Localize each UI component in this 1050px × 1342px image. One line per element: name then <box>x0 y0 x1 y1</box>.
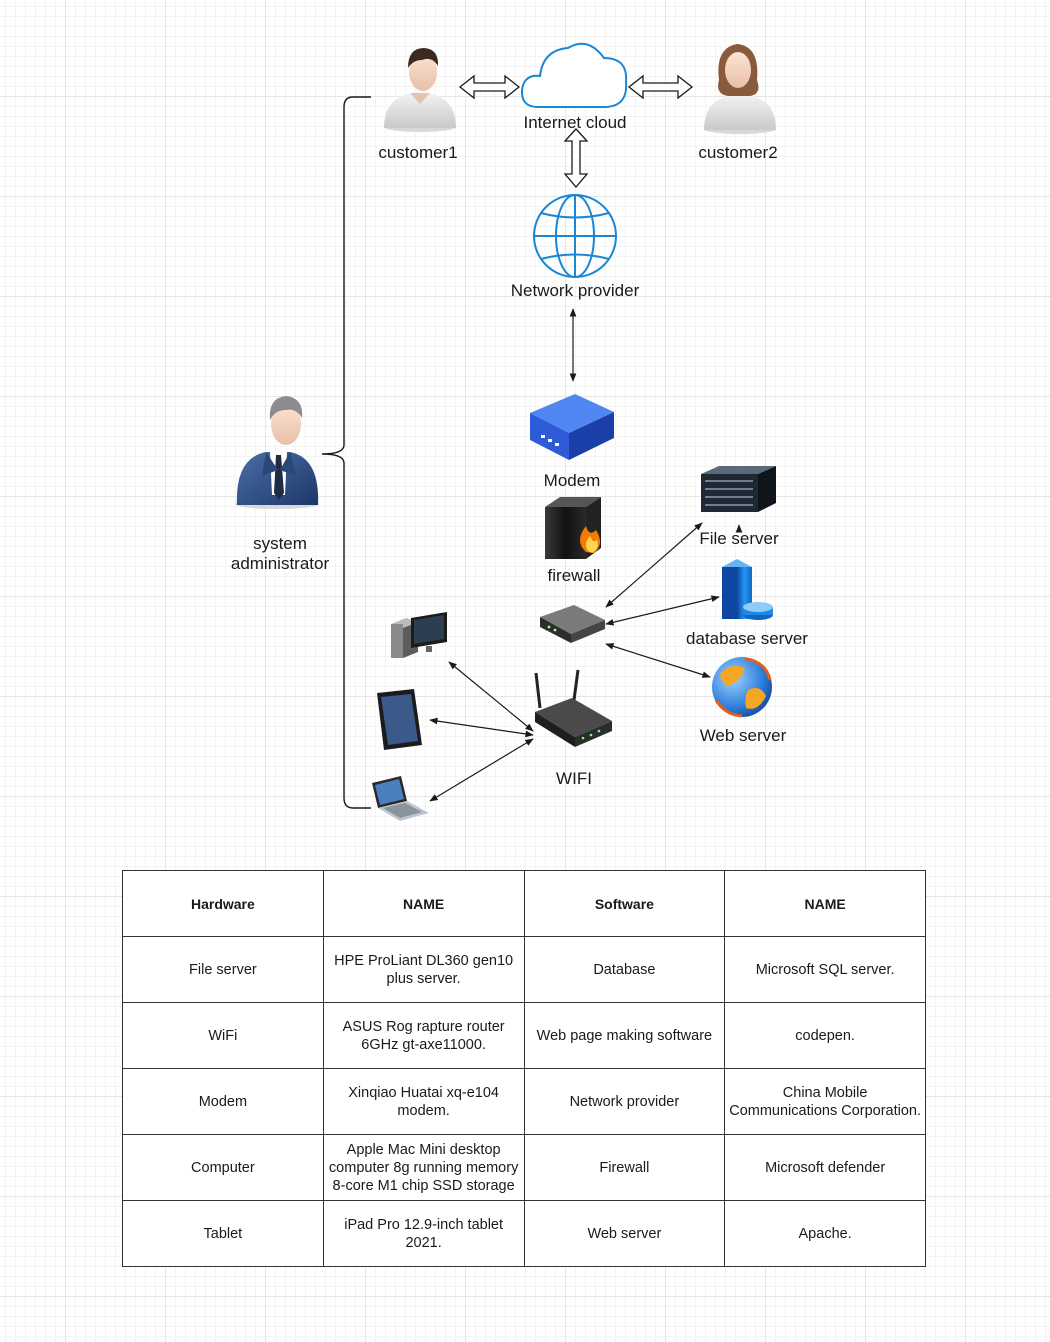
arrow-switch-fileserver <box>605 522 703 608</box>
web-server-icon <box>712 657 772 718</box>
diagram-canvas <box>235 42 776 821</box>
table-cell: File server <box>122 936 324 1003</box>
web-server-label: Web server <box>699 726 787 745</box>
table-cell: iPad Pro 12.9-inch tablet 2021. <box>322 1200 525 1267</box>
internet-cloud-label: Internet cloud <box>523 113 627 132</box>
table-cell: Tablet <box>122 1200 324 1267</box>
table-row: File server HPE ProLiant DL360 gen10 plu… <box>122 936 926 1003</box>
table-cell: Database <box>523 936 726 1003</box>
arrow-switch-webserver <box>605 643 711 678</box>
table-cell: ASUS Rog rapture router 6GHz gt-axe11000… <box>322 1002 525 1069</box>
cloud-icon <box>520 42 628 108</box>
globe-icon <box>533 194 617 278</box>
arrow-wifi-laptop <box>429 738 534 802</box>
file-server-icon <box>701 466 776 512</box>
table-row: WiFi ASUS Rog rapture router 6GHz gt-axe… <box>122 1002 926 1069</box>
table-cell: Firewall <box>523 1134 726 1201</box>
table-cell: Computer <box>122 1134 324 1201</box>
table-cell: Xinqiao Huatai xq-e104 modem. <box>322 1068 525 1135</box>
customer2-label: customer2 <box>698 143 778 162</box>
firewall-icon <box>545 497 601 559</box>
database-server-label: database server <box>686 629 808 648</box>
table-row: Modem Xinqiao Huatai xq-e104 modem. Netw… <box>122 1068 926 1135</box>
wifi-router-icon <box>534 669 612 747</box>
network-diagram: customer1 customer2 Internet cloud Netwo… <box>230 42 808 821</box>
table-cell: Web server <box>523 1200 726 1267</box>
customer1-label: customer1 <box>378 143 458 162</box>
arrow-customer1-cloud <box>458 74 521 100</box>
modem-label: Modem <box>543 471 601 490</box>
switch-icon <box>540 605 605 643</box>
laptop-icon <box>372 776 429 821</box>
table-header-row: Hardware NAME Software NAME <box>122 870 926 937</box>
table-cell: Apache. <box>724 1200 926 1267</box>
customer2-icon <box>704 44 776 134</box>
table-cell: Network provider <box>523 1068 726 1135</box>
table-cell: HPE ProLiant DL360 gen10 plus server. <box>322 936 525 1003</box>
table-cell: China Mobile Communications Corporation. <box>724 1068 926 1135</box>
modem-icon <box>530 394 614 460</box>
table-cell: Apple Mac Mini desktop computer 8g runni… <box>322 1134 525 1201</box>
header-hardware-name: NAME <box>322 870 525 937</box>
wifi-label: WIFI <box>556 769 592 788</box>
arrow-switch-database <box>605 595 720 626</box>
table-cell: Modem <box>122 1068 324 1135</box>
arrow-wifi-tablet <box>429 717 534 738</box>
table-row: Computer Apple Mac Mini desktop computer… <box>122 1134 926 1201</box>
tablet-icon <box>377 689 422 750</box>
network-provider-label: Network provider <box>510 281 640 300</box>
customer1-icon <box>384 48 456 132</box>
arrow-cloud-provider <box>563 128 589 189</box>
table-row: Tablet iPad Pro 12.9-inch tablet 2021. W… <box>122 1200 926 1267</box>
table-cell: WiFi <box>122 1002 324 1069</box>
table-cell: Web page making software <box>523 1002 726 1069</box>
file-server-label: File server <box>699 529 779 548</box>
header-hardware: Hardware <box>122 870 324 937</box>
table-cell: Microsoft SQL server. <box>724 936 926 1003</box>
hardware-software-table: Hardware NAME Software NAME File server … <box>122 870 926 1267</box>
table-cell: Microsoft defender <box>724 1134 926 1201</box>
system-administrator-label: system administrator <box>230 534 330 573</box>
arrow-cloud-customer2 <box>627 74 694 100</box>
admin-bracket <box>321 96 371 809</box>
table-cell: codepen. <box>724 1002 926 1069</box>
header-software: Software <box>523 870 726 937</box>
header-software-name: NAME <box>724 870 926 937</box>
firewall-label: firewall <box>547 566 601 585</box>
computer-icon <box>391 612 447 658</box>
arrow-wifi-computer <box>448 661 534 732</box>
database-server-icon <box>722 559 773 620</box>
system-administrator-icon <box>235 396 319 509</box>
